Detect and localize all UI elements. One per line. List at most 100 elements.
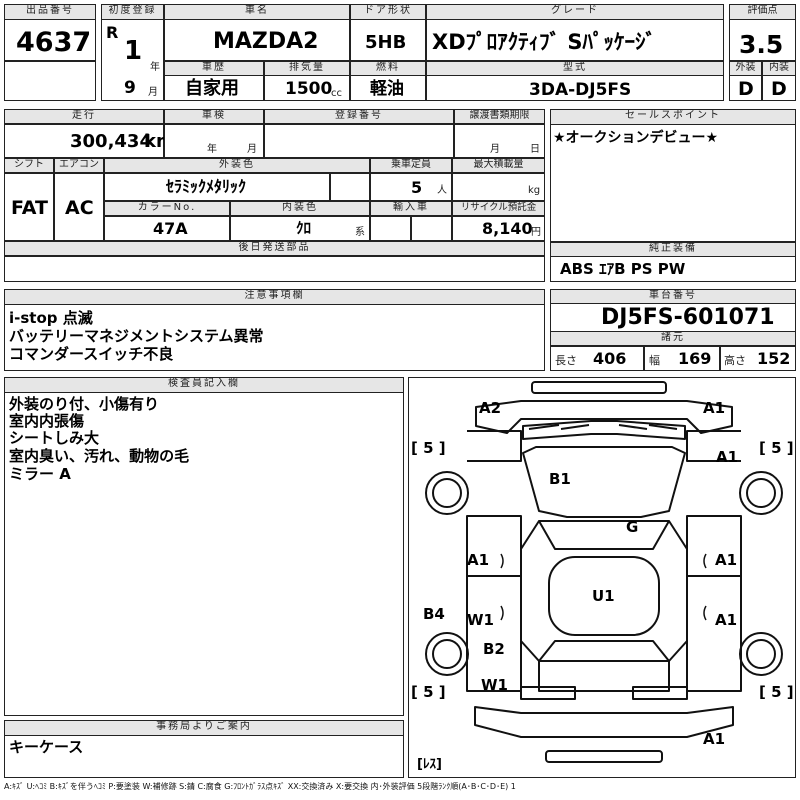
inspection-year-unit: 年 <box>207 144 217 155</box>
mark-a1-right-rear-door: A1 <box>715 611 738 629</box>
door-type: 5HB <box>365 32 407 53</box>
history: 自家用 <box>185 78 239 99</box>
mark-w1-left-rear-wheel: W1 <box>481 676 508 694</box>
registration-year: 1 <box>124 36 143 66</box>
fuel-label: 燃料 <box>350 61 426 76</box>
inspector-line-1: 外装のり付、小傷有り <box>9 395 160 413</box>
interior-color-unit: 系 <box>355 227 365 238</box>
later-parts-label: 後日発送部品 <box>4 241 545 256</box>
tire-front-right: [ 5 ] <box>759 439 794 457</box>
later-parts-cell <box>4 256 545 282</box>
length-cell <box>550 346 644 371</box>
car-name: MAZDA2 <box>213 29 319 54</box>
height-cell <box>720 346 796 371</box>
car-name-label: 車名 <box>164 4 350 20</box>
interior-color-cell <box>230 216 370 241</box>
exterior-color: ｾﾗﾐｯｸﾒﾀﾘｯｸ <box>166 177 247 196</box>
month-unit: 月 <box>148 87 158 98</box>
load-label: 最大積載量 <box>452 158 545 173</box>
first-registration-label: 初度登録 <box>101 4 164 20</box>
import-label: 輸入車 <box>370 201 452 216</box>
shift-label: シフト <box>4 158 54 173</box>
transfer-label: 譲渡書類期限 <box>454 109 545 124</box>
lot-number-label: 出品番号 <box>4 4 96 20</box>
mark-u1-roof: U1 <box>592 587 615 605</box>
sales-point-box <box>550 109 796 242</box>
recycle-fee: 8,140 <box>482 219 533 238</box>
recycle-unit: 円 <box>531 227 541 238</box>
spare-tire-status: [ﾚｽ] <box>417 757 442 772</box>
inspector-box <box>4 377 404 716</box>
ac-cell <box>54 173 104 241</box>
mark-g-windshield: G <box>626 518 639 536</box>
model-code: 3DA-DJ5FS <box>529 80 632 100</box>
tire-rear-left: [ 5 ] <box>411 683 446 701</box>
specs-label: 諸元 <box>550 331 796 346</box>
inspector-label: 検査員記入欄 <box>4 377 404 393</box>
lot-number: 4637 <box>16 27 92 58</box>
capacity-cell <box>370 173 452 201</box>
inspector-line-2: 室内内張傷 <box>9 412 85 430</box>
color-label: 外装色 <box>104 158 370 173</box>
length-value: 406 <box>593 349 627 368</box>
capacity-unit: 人 <box>437 185 447 196</box>
shift-cell <box>4 173 54 241</box>
office-label: 事務局よりご案内 <box>4 720 404 736</box>
length-label: 長さ <box>555 354 577 367</box>
mark-a1-left-front-door: A1 <box>467 551 490 569</box>
first-registration-box <box>101 4 164 101</box>
mark-a1-front-right: A1 <box>703 399 726 417</box>
chassis-number: DJ5FS-601071 <box>601 305 775 330</box>
note-line-2: バッテリーマネジメントシステム異常 <box>9 327 264 345</box>
mileage: 300,434 <box>70 131 152 152</box>
score: 3.5 <box>739 30 784 59</box>
mark-b4-left-side: B4 <box>423 605 445 623</box>
shift: FAT <box>11 197 48 219</box>
grade-label: グレード <box>426 4 724 20</box>
air-conditioner: AC <box>65 197 94 219</box>
transfer-day-unit: 日 <box>530 144 540 155</box>
mileage-cell <box>4 124 164 158</box>
mileage-label: 走行 <box>4 109 164 124</box>
transfer-cell <box>454 124 545 158</box>
office-text: キーケース <box>9 738 84 756</box>
interior-color-label: 内装色 <box>230 201 370 216</box>
fuel: 軽油 <box>370 79 404 99</box>
color-number-label: カラーNo. <box>104 201 230 216</box>
recycle-label: リサイクル預託金 <box>452 201 545 216</box>
mark-b1-hood: B1 <box>549 470 571 488</box>
ac-label: エアコン <box>54 158 104 173</box>
width-value: 169 <box>678 349 712 368</box>
legend: A:ｷｽﾞ U:ﾍｺﾐ B:ｷｽﾞを伴うﾍｺﾐ P:要塗装 W:補修跡 S:錆 … <box>4 782 516 791</box>
notes-label: 注意事項欄 <box>4 289 545 305</box>
sales-point-text: ★オークションデビュー★ <box>553 130 719 146</box>
color-number-cell <box>104 216 230 241</box>
exterior-grade: D <box>738 78 754 100</box>
load-unit: kg <box>528 185 541 196</box>
width-cell <box>644 346 720 371</box>
color-number: 47A <box>153 219 188 238</box>
mark-a1-right-front-wheel: A1 <box>716 448 739 466</box>
load-cell <box>452 173 545 201</box>
mark-a1-right-front-door: A1 <box>715 551 738 569</box>
model-label: 型式 <box>426 61 724 76</box>
height-label: 高さ <box>724 354 746 367</box>
grade: XDﾌﾟﾛｱｸﾃｨﾌﾞ Sﾊﾟｯｹｰｼﾞ <box>432 30 657 54</box>
capacity-label: 乗車定員 <box>370 158 452 173</box>
mark-a1-rear: A1 <box>703 730 726 748</box>
lot-number-lower-box <box>4 61 96 101</box>
plate-label: 登録番号 <box>264 109 454 124</box>
mark-w1-left-rear-door: W1 <box>467 611 494 629</box>
inspector-line-4: 室内臭い、汚れ、動物の毛 <box>9 447 190 465</box>
displacement-unit: cc <box>331 88 342 99</box>
registration-month: 9 <box>124 78 136 98</box>
note-line-3: コマンダースイッチ不良 <box>9 345 174 363</box>
color-extra-cell <box>330 173 370 201</box>
sales-point-label: セールスポイント <box>550 109 796 125</box>
exterior-label: 外装 <box>729 61 762 76</box>
door-label: ドア形状 <box>350 4 426 20</box>
transfer-month-unit: 月 <box>490 144 500 155</box>
note-line-1: i-stop 点滅 <box>9 309 93 327</box>
import-cell-a <box>370 216 411 241</box>
inspection-month-unit: 月 <box>247 144 257 155</box>
